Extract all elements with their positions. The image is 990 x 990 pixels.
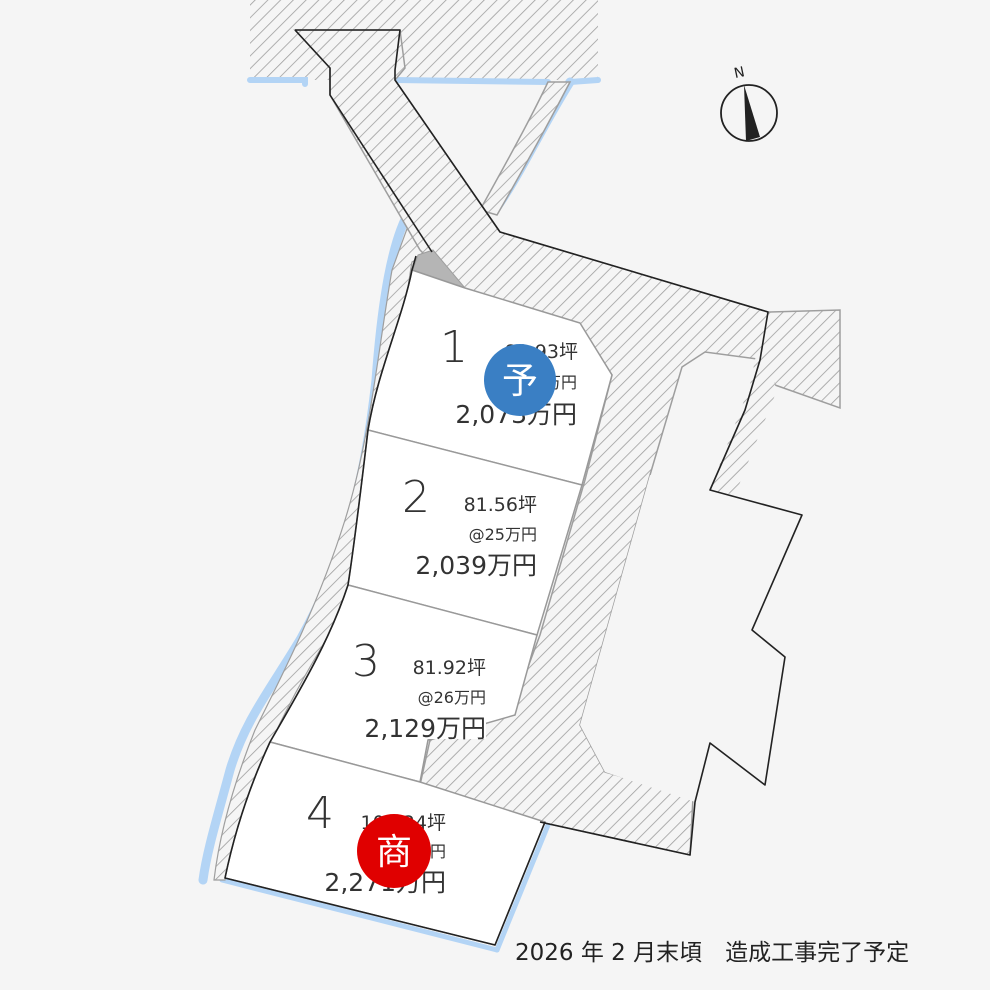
lot-price: 2,039万円: [415, 551, 537, 580]
lot-unit-price: @26万円: [418, 688, 486, 707]
lot-number: 4: [306, 788, 334, 839]
negotiation-badge: 商: [357, 814, 431, 888]
lot-unit-price: @25万円: [469, 525, 537, 544]
reserved-badge: 予: [484, 344, 556, 416]
neighbor-parcel: [580, 475, 802, 802]
compass: N: [720, 64, 778, 142]
lot-area: 81.92坪: [413, 657, 486, 679]
lot-number: 1: [440, 322, 468, 373]
north-arrow-icon: [744, 85, 760, 141]
lot-area: 81.56坪: [464, 494, 537, 516]
lot-3-label: 3 81.92坪 @26万円 2,129万円: [352, 636, 486, 743]
lot-price: 2,129万円: [364, 714, 486, 743]
north-hatched-area: [250, 0, 598, 80]
lot-2-label: 2 81.56坪 @25万円 2,039万円: [402, 472, 537, 580]
property-boundary: [224, 29, 803, 946]
svg-text:商: 商: [376, 832, 412, 873]
north-label: N: [733, 64, 747, 82]
lot-number: 2: [402, 472, 430, 523]
lot-number: 3: [352, 636, 380, 687]
construction-schedule: 2026 年 2 月末頃 造成工事完了予定: [515, 940, 910, 966]
svg-text:予: 予: [502, 361, 538, 402]
